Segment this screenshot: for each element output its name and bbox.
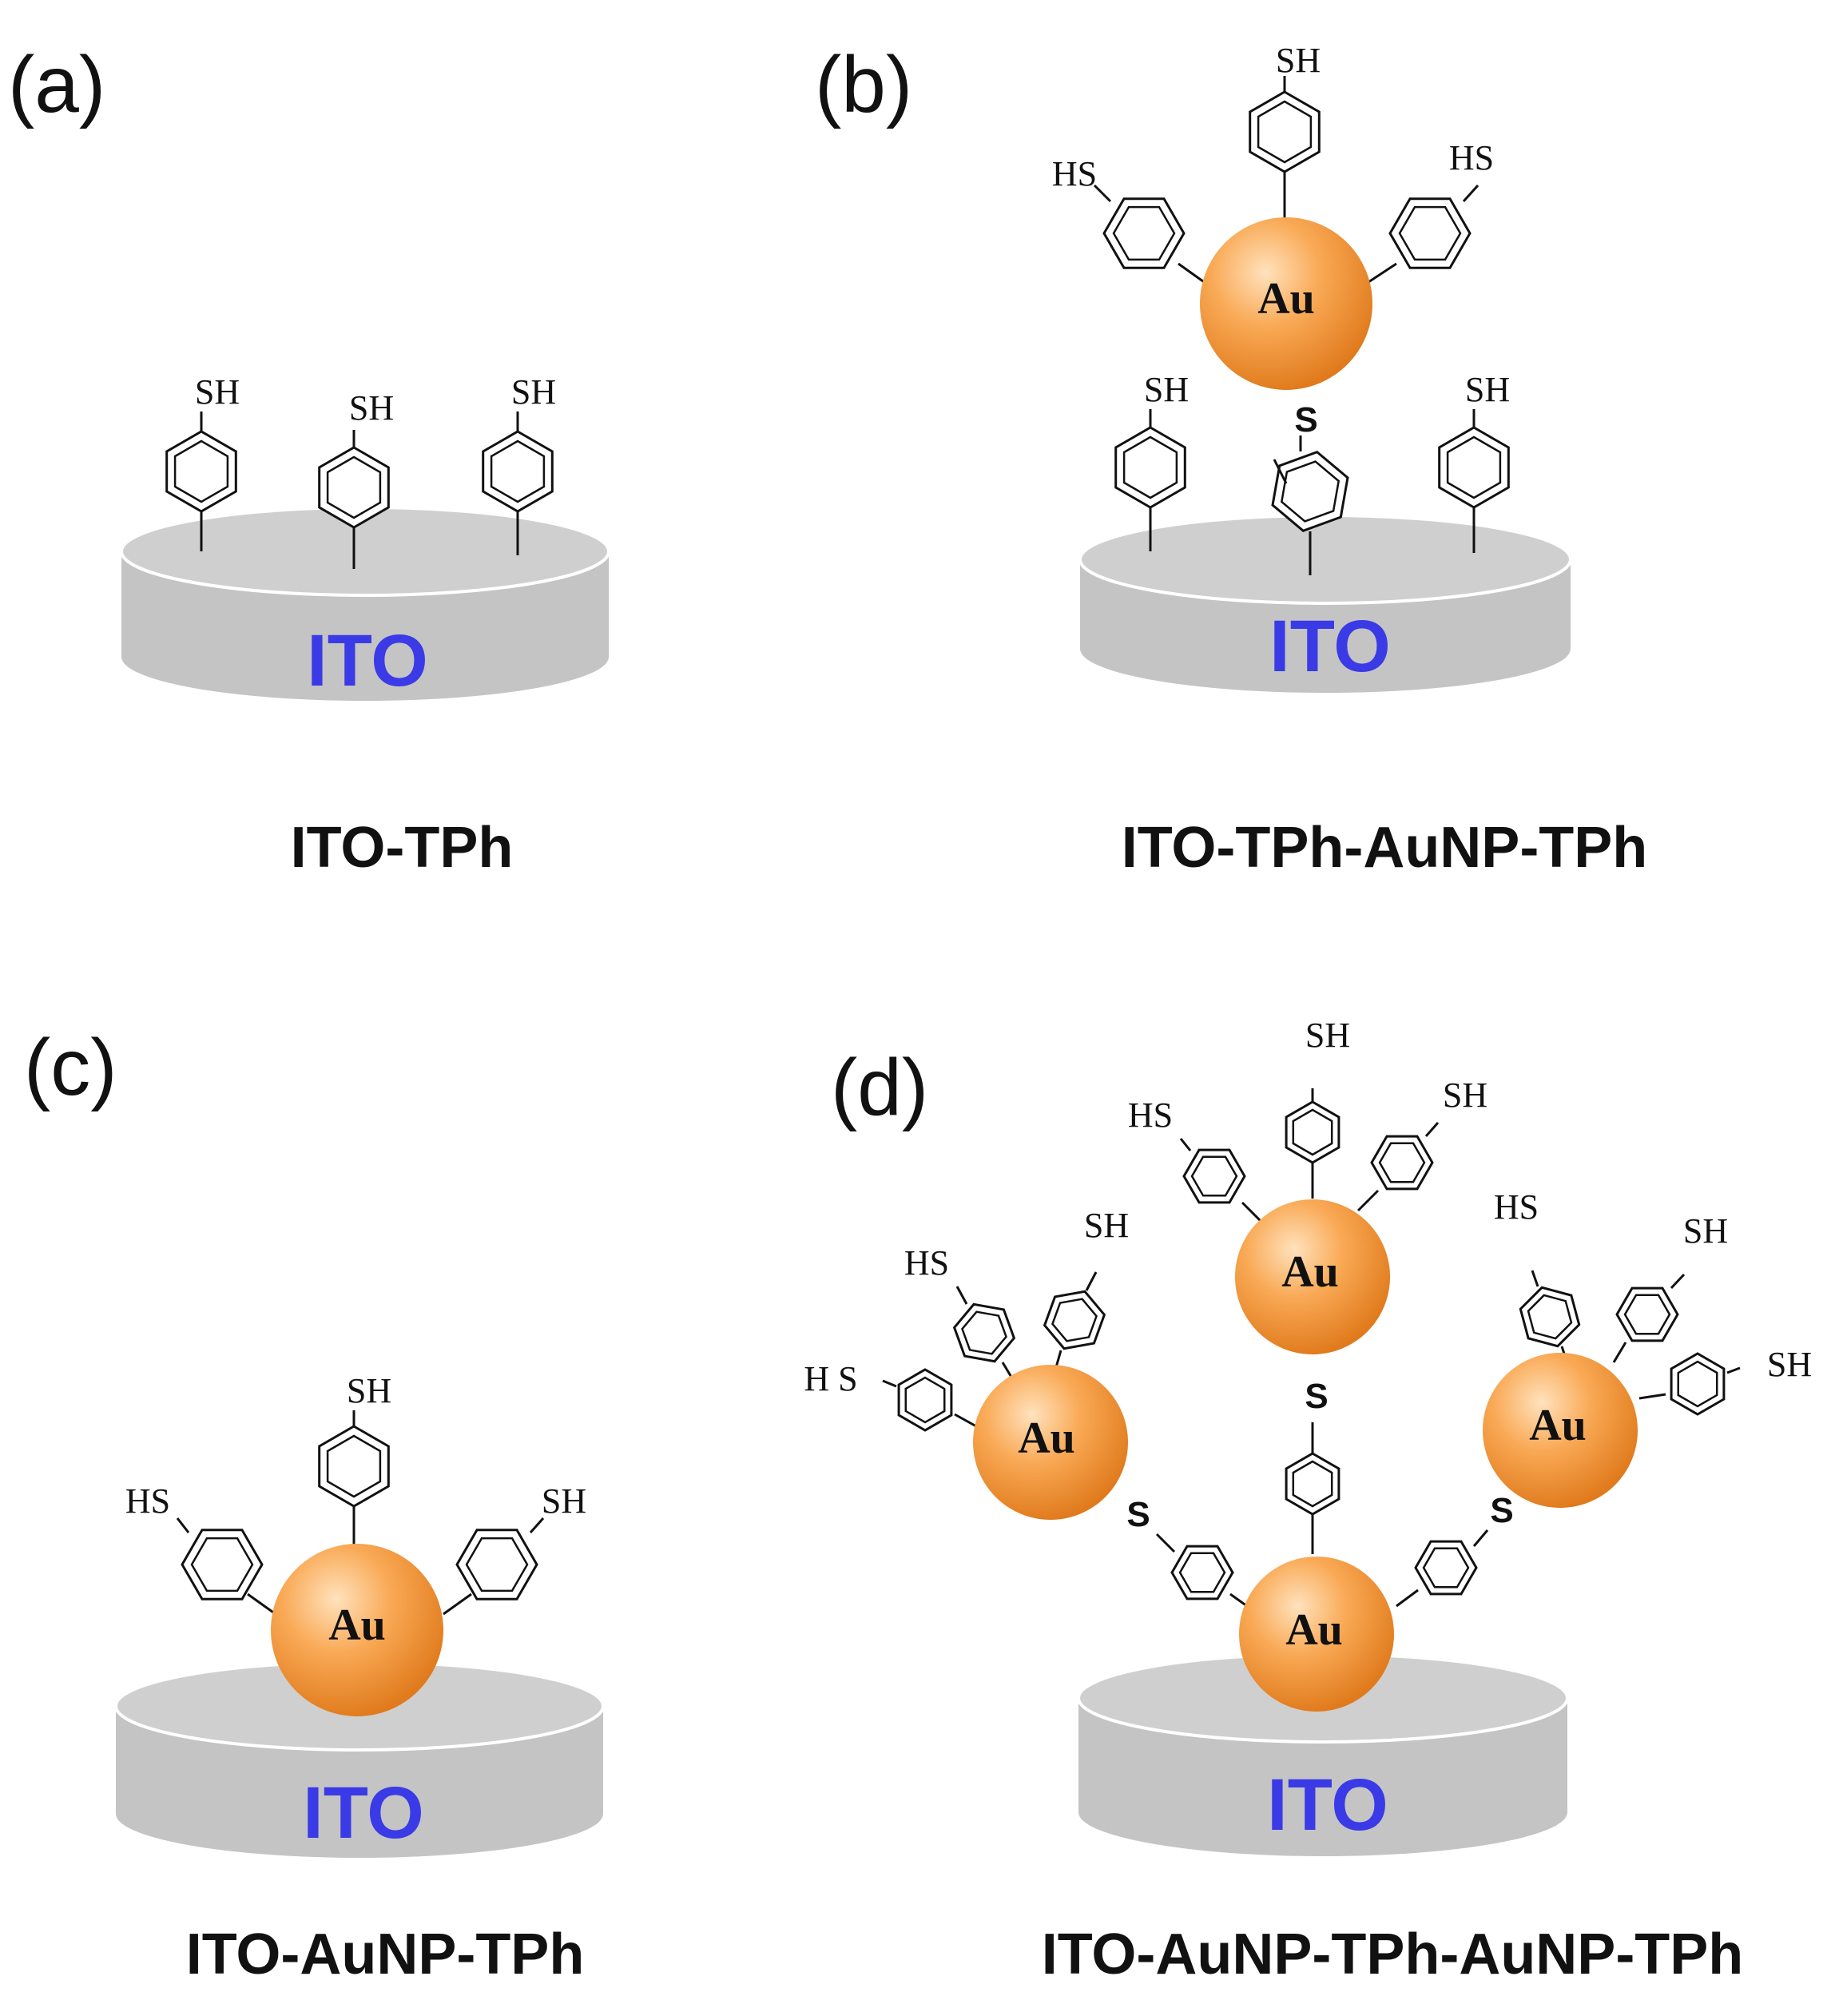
au-nanoparticle-d-bottom: Au <box>1239 1557 1394 1712</box>
thiophenol-a3: SH <box>482 372 556 555</box>
ito-substrate-b: ITO <box>1078 514 1572 693</box>
thiophenol-b-right: HS <box>1365 138 1494 287</box>
bridge-s-label: S <box>1305 1377 1328 1416</box>
group-label: HS <box>1494 1187 1539 1227</box>
bridge-s-label: S <box>1126 1495 1150 1534</box>
group-label: SH <box>511 372 556 412</box>
bridge-s-label: S <box>1490 1491 1513 1530</box>
au-label: Au <box>1257 274 1315 324</box>
group-label: SH <box>1443 1076 1487 1115</box>
group-label: SH <box>1084 1206 1129 1245</box>
group-label: SH <box>1144 370 1189 409</box>
thiophenol-b-sub-right: SH <box>1438 370 1510 553</box>
thiophenol-d-left-up1: HS <box>904 1243 1021 1383</box>
group-label: SH <box>1276 41 1321 80</box>
group-label: HS <box>125 1481 170 1521</box>
group-label: SH <box>347 1371 391 1410</box>
thiophenol-b-top: SH <box>1249 41 1321 220</box>
thiophenol-b-sub-mid: S <box>1268 400 1352 575</box>
thiophenol-c-right: SH <box>443 1481 586 1618</box>
thiophenol-d-right-up1: HS <box>1494 1187 1585 1371</box>
au-nanoparticle-d-right: Au <box>1483 1353 1638 1508</box>
group-label: H S <box>804 1359 857 1398</box>
ito-substrate-d: ITO <box>1077 1652 1569 1856</box>
group-label: SH <box>1683 1211 1728 1251</box>
thiophenol-d-top-up: SH <box>1285 1016 1350 1199</box>
au-label: Au <box>328 1600 386 1650</box>
thiophenol-b-left: HS <box>1052 154 1207 287</box>
thiophenol-a2: SH <box>318 388 394 569</box>
group-label: S <box>1294 400 1317 439</box>
thiophenol-c-top: SH <box>318 1371 391 1546</box>
thiophenol-d-right-up2: SH <box>1608 1211 1728 1363</box>
group-label: SH <box>349 388 394 427</box>
thiophenol-d-top-right: SH <box>1356 1076 1487 1212</box>
au-label: Au <box>1529 1401 1587 1450</box>
group-label: HS <box>1128 1095 1173 1135</box>
group-label: SH <box>1465 370 1510 409</box>
ito-label-c: ITO <box>303 1772 424 1854</box>
au-nanoparticle-b: Au <box>1200 217 1372 390</box>
ito-label-b: ITO <box>1269 606 1391 687</box>
au-nanoparticle-d-top: Au <box>1235 1199 1390 1354</box>
group-label: SH <box>1305 1016 1350 1055</box>
group-label: HS <box>904 1243 949 1282</box>
group-label: HS <box>1052 154 1097 193</box>
bridge-d-left: S <box>1126 1495 1253 1613</box>
bridge-d-right: S <box>1396 1491 1514 1608</box>
panel-c-label: (c) <box>24 1023 117 1112</box>
thiophenol-a1: SH <box>165 372 240 551</box>
ito-substrate-c: ITO <box>114 1660 605 1858</box>
group-label: SH <box>1767 1345 1812 1384</box>
group-label: SH <box>195 372 240 412</box>
ito-substrate-a: ITO <box>120 506 610 702</box>
thiophenol-d-right-side: SH <box>1638 1345 1812 1423</box>
panel-d: (d) ITO SH HS SH Au <box>804 1016 1812 1986</box>
panel-b-label: (b) <box>815 40 912 129</box>
thiophenol-d-left-side: H S <box>804 1359 977 1439</box>
panel-a: (a) ITO SH SH SH ITO-TPh <box>8 40 610 880</box>
caption-a: ITO-TPh <box>291 816 514 880</box>
au-nanoparticle-c: Au <box>271 1544 443 1716</box>
au-label: Au <box>1018 1414 1075 1463</box>
caption-d: ITO-AuNP-TPh-AuNP-TPh <box>1042 1923 1744 1986</box>
group-label: SH <box>542 1481 586 1521</box>
panel-c: (c) ITO SH HS SH Au I <box>24 1023 605 1986</box>
bridge-d-center: S <box>1285 1377 1340 1554</box>
thiophenol-d-top-left: HS <box>1128 1095 1264 1224</box>
panel-d-label: (d) <box>831 1043 928 1132</box>
thiophenol-d-left-up2: SH <box>1038 1206 1129 1374</box>
panel-a-label: (a) <box>8 40 105 129</box>
caption-b: ITO-TPh-AuNP-TPh <box>1122 816 1648 880</box>
ito-label-a: ITO <box>307 620 428 702</box>
au-label: Au <box>1281 1247 1339 1297</box>
panel-b: (b) ITO SH HS HS Au <box>815 40 1647 880</box>
thiophenol-b-sub-left: SH <box>1114 370 1189 551</box>
au-nanoparticle-d-left: Au <box>973 1365 1128 1520</box>
au-label: Au <box>1285 1605 1343 1655</box>
caption-c: ITO-AuNP-TPh <box>186 1923 585 1986</box>
ito-label-d: ITO <box>1267 1764 1388 1846</box>
group-label: HS <box>1449 138 1494 177</box>
thiophenol-c-left: HS <box>125 1481 276 1618</box>
